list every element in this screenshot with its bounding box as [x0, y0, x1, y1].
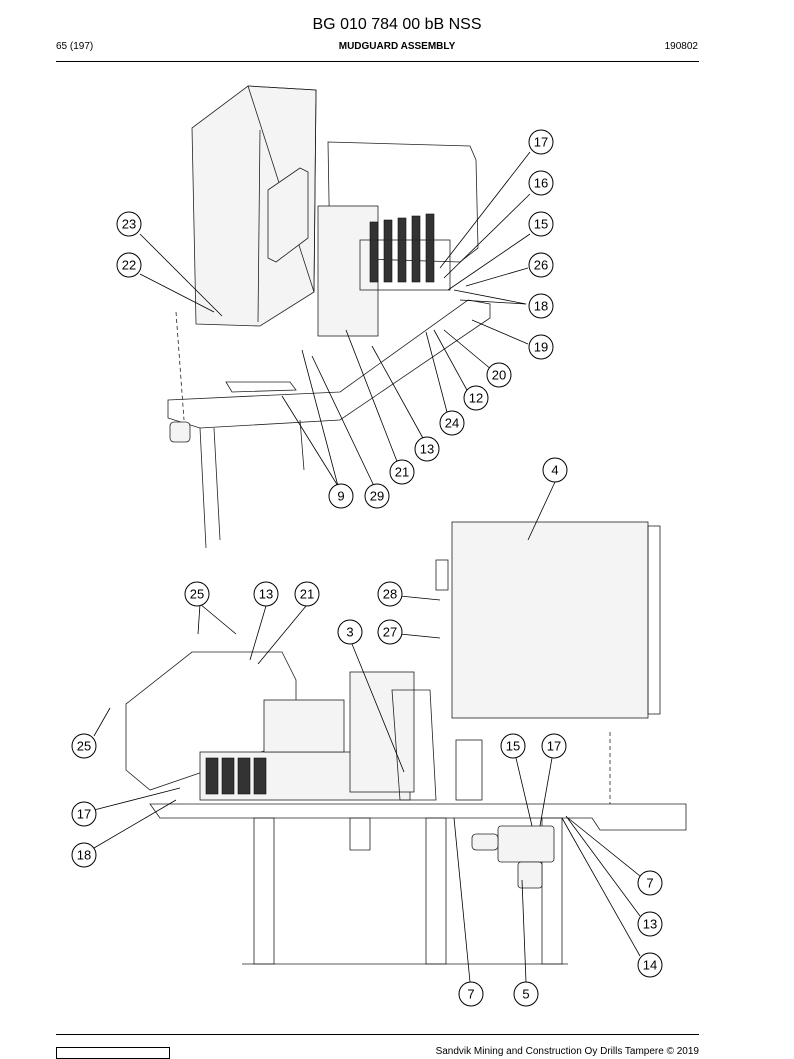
callout: 21 — [389, 459, 415, 485]
callout: 17 — [541, 733, 567, 759]
callout-label: 12 — [469, 391, 483, 406]
callout: 7 — [637, 870, 663, 896]
callout: 4 — [542, 457, 568, 483]
callout-label: 14 — [643, 958, 657, 973]
callout-label: 7 — [467, 987, 474, 1002]
callout-label: 13 — [259, 587, 273, 602]
callout: 20 — [486, 362, 512, 388]
callout: 29 — [364, 483, 390, 509]
callout: 23 — [116, 211, 142, 237]
callout: 18 — [528, 293, 554, 319]
callout-label: 13 — [643, 917, 657, 932]
callout-label: 5 — [522, 987, 529, 1002]
callout-label: 13 — [420, 442, 434, 457]
callout: 9 — [328, 483, 354, 509]
callout: 13 — [637, 911, 663, 937]
callout-label: 22 — [122, 258, 136, 273]
callout-label: 9 — [337, 489, 344, 504]
frame-leg-left — [253, 817, 275, 965]
callout: 21 — [294, 581, 320, 607]
callout-label: 16 — [534, 176, 548, 191]
callout: 7 — [458, 981, 484, 1007]
callout-label: 29 — [370, 489, 384, 504]
lower-bracket — [391, 689, 437, 801]
callout-label: 26 — [534, 258, 548, 273]
leader-lines — [93, 151, 641, 983]
callout: 17 — [71, 801, 97, 827]
company-logo — [56, 1047, 170, 1059]
section-title: MUDGUARD ASSEMBLY — [338, 41, 456, 52]
callout-label: 23 — [122, 217, 136, 232]
callout: 26 — [528, 252, 554, 278]
callout: 25 — [184, 581, 210, 607]
callout: 12 — [463, 385, 489, 411]
callout: 19 — [528, 334, 554, 360]
callout-label: 21 — [395, 465, 409, 480]
callout: 15 — [500, 733, 526, 759]
page-reference: 65 (197) — [56, 41, 94, 52]
callout: 18 — [71, 842, 97, 868]
callout: 25 — [71, 733, 97, 759]
callout-label: 17 — [534, 135, 548, 150]
header-rule — [56, 61, 699, 62]
callout-label: 25 — [190, 587, 204, 602]
callout-label: 17 — [547, 739, 561, 754]
upper-valve-stack — [359, 213, 451, 291]
callout: 13 — [253, 581, 279, 607]
callout: 27 — [377, 619, 403, 645]
callout-label: 20 — [492, 368, 506, 383]
callout-label: 18 — [77, 848, 91, 863]
document-number: BG 010 784 00 bB NSS — [312, 16, 482, 33]
upper-valve-block — [317, 205, 379, 337]
callout: 17 — [528, 129, 554, 155]
callout-label: 21 — [300, 587, 314, 602]
callout: 28 — [377, 581, 403, 607]
callout: 16 — [528, 170, 554, 196]
lower-cabinet — [451, 521, 649, 719]
mounting-plate — [225, 381, 297, 393]
callout: 14 — [637, 952, 663, 978]
footer-rule — [56, 1034, 699, 1035]
callout: 22 — [116, 252, 142, 278]
cabinet-door-panel — [267, 167, 309, 263]
callout-label: 17 — [77, 807, 91, 822]
callout-label: 28 — [383, 587, 397, 602]
callout: 3 — [337, 619, 363, 645]
callout-label: 25 — [77, 739, 91, 754]
callout-label: 7 — [646, 876, 653, 891]
callout: 5 — [513, 981, 539, 1007]
lower-assembly — [125, 521, 687, 965]
callout: 24 — [439, 410, 465, 436]
lower-manifold — [497, 825, 555, 863]
callout: 15 — [528, 211, 554, 237]
callout-label: 24 — [445, 416, 459, 431]
lower-frame-rail — [149, 803, 687, 831]
upper-base-frame — [167, 299, 491, 429]
callout: 13 — [414, 436, 440, 462]
callout-label: 4 — [551, 463, 558, 478]
callout-label: 18 — [534, 299, 548, 314]
upper-assembly — [167, 85, 491, 549]
hose-fitting — [169, 421, 191, 443]
callout-group: 17 16 15 23 22 26 18 19 20 12 24 13 21 9… — [71, 129, 663, 1007]
callout-label: 27 — [383, 625, 397, 640]
date-code: 190802 — [664, 41, 698, 52]
frame-leg-middle — [425, 817, 447, 965]
callout-label: 15 — [534, 217, 548, 232]
callout-label: 3 — [346, 625, 353, 640]
callout-label: 15 — [506, 739, 520, 754]
callout-label: 19 — [534, 340, 548, 355]
footer-copyright: Sandvik Mining and Construction Oy Drill… — [435, 1046, 699, 1057]
lower-valve-bank — [199, 671, 415, 801]
